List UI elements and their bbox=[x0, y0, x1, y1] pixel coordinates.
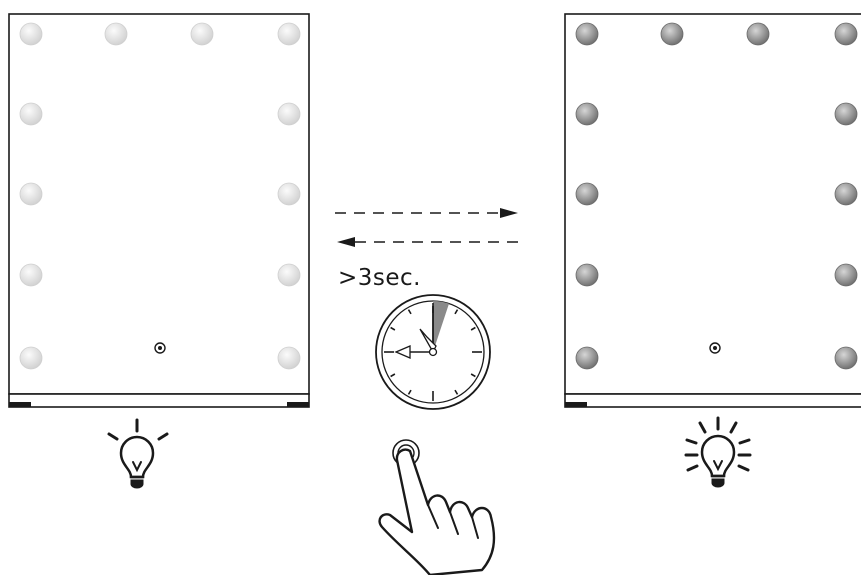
hand-pointer-icon bbox=[380, 440, 494, 575]
bulb bbox=[278, 23, 300, 45]
bulb bbox=[576, 347, 598, 369]
bulb bbox=[20, 264, 42, 286]
bulb bbox=[747, 23, 769, 45]
mirror-frame bbox=[565, 14, 861, 394]
bulb bbox=[20, 347, 42, 369]
bulb bbox=[576, 264, 598, 286]
bulb bbox=[576, 183, 598, 205]
mirror-on bbox=[565, 14, 861, 407]
mirror-base bbox=[9, 394, 309, 407]
lightbulb-off-icon bbox=[109, 420, 167, 488]
bulb bbox=[278, 347, 300, 369]
bulb bbox=[835, 264, 857, 286]
bulb bbox=[661, 23, 683, 45]
bulb bbox=[20, 183, 42, 205]
mirror-foot bbox=[565, 402, 587, 407]
mirror-foot bbox=[287, 402, 309, 407]
bulb bbox=[278, 103, 300, 125]
bulb bbox=[835, 23, 857, 45]
mirror-base bbox=[565, 394, 861, 407]
lightbulb-on-icon bbox=[686, 418, 750, 487]
touch-switch[interactable] bbox=[710, 343, 720, 353]
bulb bbox=[835, 347, 857, 369]
bulb bbox=[20, 103, 42, 125]
touch-switch[interactable] bbox=[155, 343, 165, 353]
mirror-frame bbox=[9, 14, 309, 394]
dashed-arrows-icon bbox=[335, 208, 518, 247]
clock-icon bbox=[376, 295, 490, 409]
mirror-off bbox=[9, 14, 309, 407]
timer-label: >3sec. bbox=[338, 265, 538, 291]
mirror-foot bbox=[9, 402, 31, 407]
bulb bbox=[576, 103, 598, 125]
bulb bbox=[20, 23, 42, 45]
bulb bbox=[576, 23, 598, 45]
bulb bbox=[835, 183, 857, 205]
bulb bbox=[105, 23, 127, 45]
bulb bbox=[191, 23, 213, 45]
bulb bbox=[835, 103, 857, 125]
bulb bbox=[278, 183, 300, 205]
bulb bbox=[278, 264, 300, 286]
